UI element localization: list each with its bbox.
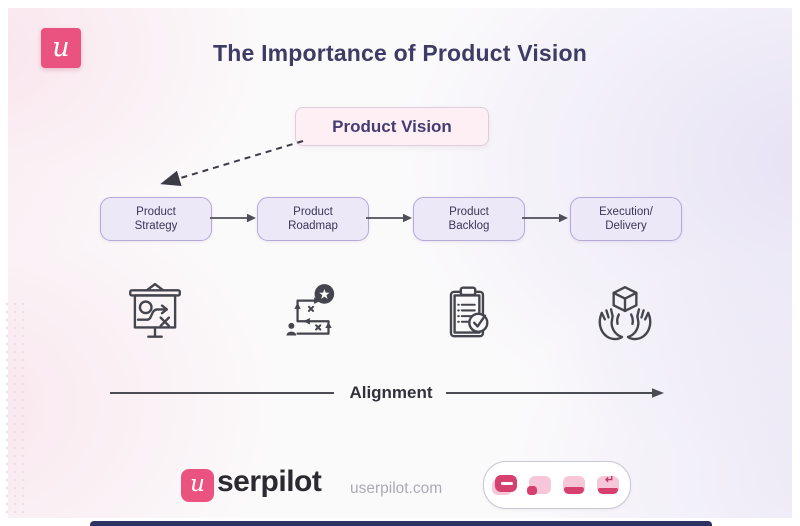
alignment-label: Alignment <box>349 383 433 402</box>
decorative-dot-grid <box>3 300 29 515</box>
banner-icon <box>562 475 586 496</box>
step-label-line2: Backlog <box>448 220 490 232</box>
feature-icons-pill: ↵ <box>483 461 631 509</box>
modal-icon <box>492 474 518 496</box>
step-product-backlog: Product Backlog <box>413 197 525 241</box>
alignment-arrow-icon <box>446 388 664 398</box>
step-label-line2: Roadmap <box>288 220 338 232</box>
input-icon: ↵ <box>596 473 620 496</box>
flow-arrow-icon <box>366 213 412 223</box>
step-label-line2: Delivery <box>605 220 647 232</box>
logo-letter: u <box>52 31 70 63</box>
footer-website: userpilot.com <box>350 480 443 497</box>
strategy-board-icon <box>122 280 188 346</box>
product-vision-label: Product Vision <box>332 116 452 136</box>
page-title: The Importance of Product Vision <box>212 40 588 66</box>
alignment-line-left <box>110 392 334 394</box>
tooltip-icon <box>527 475 552 496</box>
step-product-strategy: Product Strategy <box>100 197 212 241</box>
step-label-line1: Product <box>293 206 333 218</box>
userpilot-logo-badge: u <box>41 28 81 68</box>
backlog-clipboard-icon <box>435 280 501 346</box>
footer-logo-text: serpilot <box>217 465 322 498</box>
roadmap-path-icon <box>279 280 345 346</box>
product-vision-box: Product Vision <box>295 107 489 146</box>
step-product-roadmap: Product Roadmap <box>257 197 369 241</box>
bottom-accent-bar <box>90 521 712 526</box>
step-execution-delivery: Execution/ Delivery <box>570 197 682 241</box>
dashed-arrow <box>160 140 304 187</box>
flow-arrow-icon <box>210 213 256 223</box>
delivery-hands-icon <box>592 280 658 346</box>
footer-logo-letter: u <box>190 471 205 497</box>
step-label-line1: Product <box>449 206 489 218</box>
step-label-line1: Product <box>136 206 176 218</box>
flow-arrow-icon <box>522 213 568 223</box>
footer-logo-badge: u <box>181 469 214 502</box>
background-gradient <box>8 8 792 518</box>
enter-glyph: ↵ <box>605 473 615 486</box>
step-label-line1: Execution/ <box>599 206 653 218</box>
step-label-line2: Strategy <box>134 220 178 232</box>
